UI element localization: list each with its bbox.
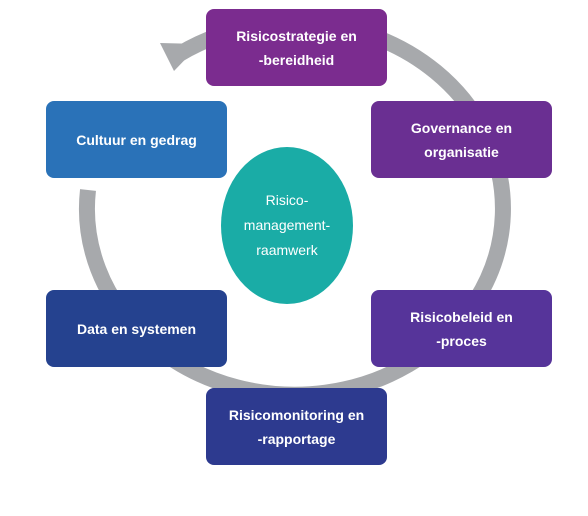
box-risicobeleid: Risicobeleid en -proces: [371, 290, 552, 367]
box-governance: Governance en organisatie: [371, 101, 552, 178]
box-risicostrategie: Risicostrategie en -bereidheid: [206, 9, 387, 86]
box-label: Risicostrategie en -bereidheid: [236, 27, 357, 68]
box-cultuur-gedrag: Cultuur en gedrag: [46, 101, 227, 178]
center-label: Risico- management- raamwerk: [243, 192, 331, 258]
box-label: Governance en organisatie: [410, 119, 513, 160]
box-label: Risicomonitoring en -rapportage: [228, 406, 365, 447]
box-data-systemen: Data en systemen: [46, 290, 227, 367]
box-label: Data en systemen: [76, 320, 197, 337]
box-risicomonitoring: Risicomonitoring en -rapportage: [206, 388, 387, 465]
box-label: Risicobeleid en -proces: [410, 308, 513, 349]
cycle-arrow-head: [160, 43, 200, 71]
box-label: Cultuur en gedrag: [76, 131, 197, 148]
center-circle: Risico- management- raamwerk: [221, 147, 353, 304]
